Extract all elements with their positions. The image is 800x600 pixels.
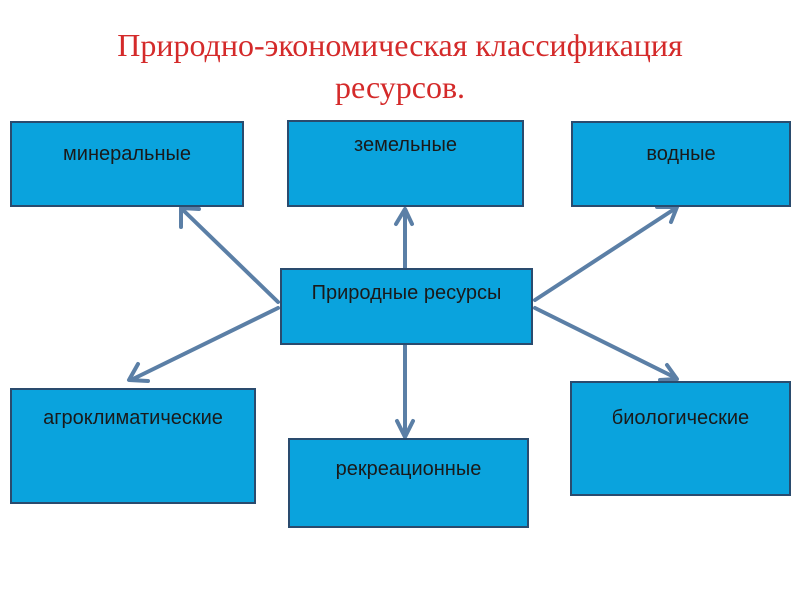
node-water-label: водные: [646, 143, 716, 165]
node-recreational-label: рекреационные: [335, 458, 482, 480]
arrow-to-land: [394, 207, 414, 270]
title-line-2: ресурсов.: [334, 69, 466, 105]
node-mineral-label: минеральные: [63, 143, 191, 165]
arrow-to-recreational: [395, 343, 415, 439]
node-land: земельные: [287, 120, 524, 207]
node-biological-label: биологические: [611, 407, 750, 429]
node-agroclimatic: агроклиматические: [10, 388, 256, 504]
arrow-to-biological: [533, 306, 679, 382]
arrow-to-agroclimatic: [127, 306, 280, 383]
node-land-label: земельные: [354, 134, 457, 156]
arrow-to-water: [533, 205, 679, 302]
node-center-label: Природные ресурсы: [311, 282, 502, 304]
node-mineral: минеральные: [10, 121, 244, 207]
node-water: водные: [571, 121, 791, 207]
node-biological: биологические: [570, 381, 791, 496]
arrow-to-mineral: [179, 206, 280, 304]
node-agroclimatic-label: агроклиматические: [43, 407, 223, 429]
node-center: Природные ресурсы: [280, 268, 533, 345]
node-recreational: рекреационные: [288, 438, 529, 528]
title-line-1: Природно-экономическая классификация: [117, 27, 683, 63]
diagram-title: Природно-экономическая классификация рес…: [0, 24, 800, 108]
